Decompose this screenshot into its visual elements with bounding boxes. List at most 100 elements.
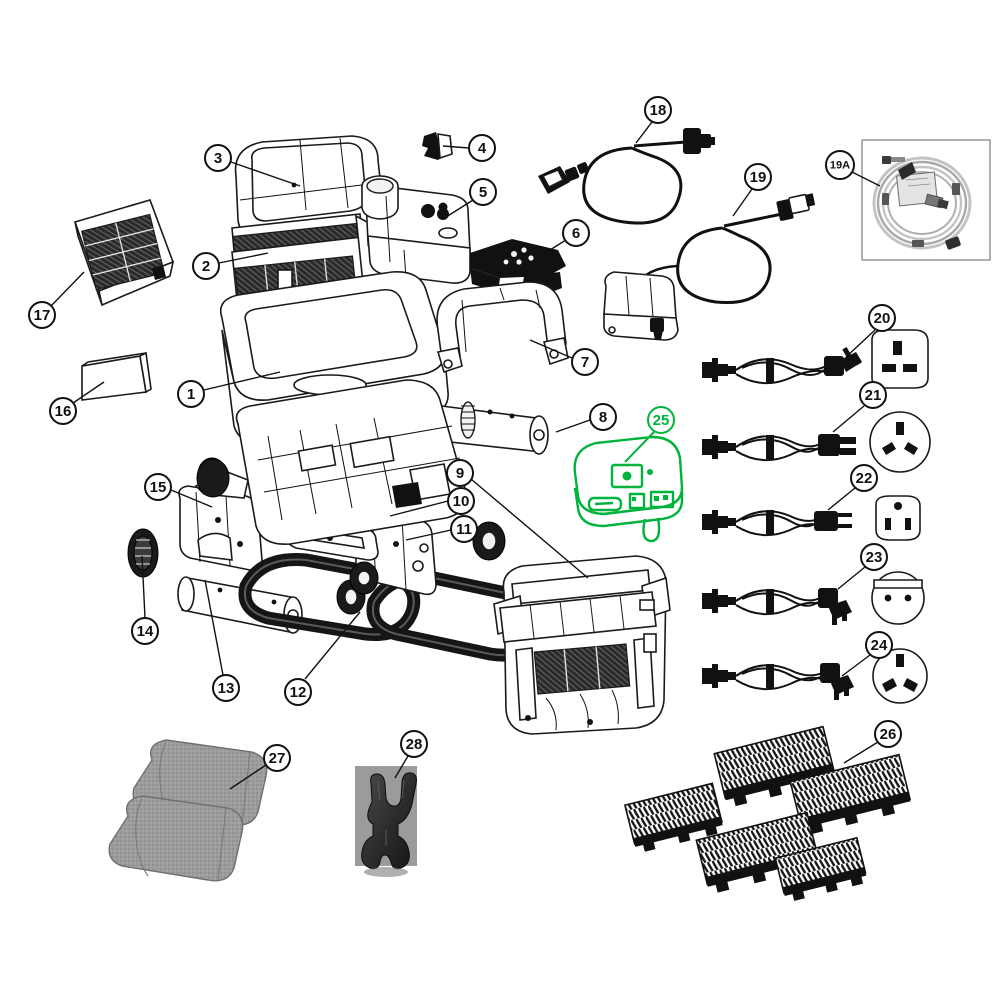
callout-4[interactable]: 4 [468,134,496,162]
callout-label-1: 1 [187,386,195,403]
callout-circle-19A [825,150,855,180]
leader-line-7 [529,339,573,359]
callout-8[interactable]: 8 [589,403,617,431]
callout-circle-25 [647,406,675,434]
callout-label-9: 9 [456,465,464,482]
callout-label-2: 2 [202,258,210,275]
callout-label-11: 11 [456,521,472,538]
callout-label-20: 20 [874,310,891,327]
callout-label-7: 7 [581,354,589,371]
callout-2[interactable]: 2 [192,252,220,280]
callout-10[interactable]: 10 [447,487,475,515]
callout-24[interactable]: 24 [865,631,893,659]
callout-label-10: 10 [453,493,470,510]
callout-circle-10 [447,487,475,515]
part-5-motor-block-housing [361,175,471,284]
callout-label-5: 5 [479,184,487,201]
callout-bubbles: 1234567891011121314151617181919A20212223… [28,96,902,772]
part-25-power-supply-unit [573,435,684,543]
callout-27[interactable]: 27 [263,744,291,772]
leader-line-12 [304,611,361,680]
callout-11[interactable]: 11 [450,515,478,543]
callout-13[interactable]: 13 [212,674,240,702]
callout-label-25: 25 [653,412,670,429]
leader-line-10 [389,500,449,517]
leader-line-14 [141,555,146,619]
callout-20[interactable]: 20 [868,304,896,332]
callout-3[interactable]: 3 [204,144,232,172]
callout-circle-28 [400,730,428,758]
part-17-filter-screen-panel [73,199,175,307]
part-21-power-cord-au [702,411,931,473]
leader-line-11 [405,529,452,541]
callout-1[interactable]: 1 [177,380,205,408]
callout-circle-14 [131,617,159,645]
callout-circle-20 [868,304,896,332]
callout-18[interactable]: 18 [644,96,672,124]
callout-26[interactable]: 26 [874,720,902,748]
leader-line-16 [72,381,105,404]
callout-22[interactable]: 22 [850,464,878,492]
callout-28[interactable]: 28 [400,730,428,758]
leader-line-8 [555,419,591,433]
callout-label-27: 27 [269,750,286,767]
leader-line-27 [229,764,267,790]
callout-25[interactable]: 25 [647,406,675,434]
callout-16[interactable]: 16 [49,397,77,425]
callout-14[interactable]: 14 [131,617,159,645]
callout-label-16: 16 [55,403,72,420]
callout-circle-27 [263,744,291,772]
leader-line-18 [635,121,653,144]
callout-circle-22 [850,464,878,492]
leader-line-19 [732,188,753,217]
callout-17[interactable]: 17 [28,301,56,329]
callout-circle-26 [874,720,902,748]
callout-label-19A: 19A [830,160,850,172]
part-22-power-cord-us [702,495,921,541]
part-26-brush-strip-set [623,725,912,901]
part-28-double-ended-wrench [355,766,417,877]
part-7-carry-handle [436,281,569,374]
callout-label-6: 6 [572,225,580,242]
callout-circle-8 [589,403,617,431]
part-9-brush-head-housing [493,555,671,735]
leader-line-9 [470,478,589,579]
leader-line-17 [50,271,85,307]
callout-19A[interactable]: 19A [825,150,855,180]
part-23-power-cord-eu [702,571,925,625]
leader-line-23 [837,566,866,590]
leader-line-26 [843,741,879,764]
leader-line-6 [536,239,567,259]
part-24-power-cord-dk [702,648,928,704]
callout-circle-3 [204,144,232,172]
callout-12[interactable]: 12 [284,678,312,706]
part-3-top-lid-cover [234,135,384,239]
callout-label-21: 21 [865,387,882,404]
part-18-short-power-lead [538,128,715,225]
callout-circle-11 [450,515,478,543]
callout-circle-21 [859,381,887,409]
callout-circle-4 [468,134,496,162]
callout-5[interactable]: 5 [469,178,497,206]
callout-label-15: 15 [150,479,167,496]
callout-7[interactable]: 7 [571,348,599,376]
callout-label-17: 17 [34,307,51,324]
callout-label-23: 23 [866,549,883,566]
callout-23[interactable]: 23 [860,543,888,571]
callout-circle-19 [744,163,772,191]
callout-19[interactable]: 19 [744,163,772,191]
callout-circle-7 [571,348,599,376]
leader-line-2 [218,252,269,264]
leader-lines [50,121,881,790]
part-14-drive-wheel [127,528,159,578]
callout-label-18: 18 [650,102,667,119]
callout-6[interactable]: 6 [562,219,590,247]
callout-15[interactable]: 15 [144,473,172,501]
part-9-lower-chassis-base [235,379,468,545]
callout-circle-12 [284,678,312,706]
callout-9[interactable]: 9 [446,459,474,487]
callout-label-12: 12 [290,684,307,701]
callout-21[interactable]: 21 [859,381,887,409]
callout-circle-2 [192,252,220,280]
